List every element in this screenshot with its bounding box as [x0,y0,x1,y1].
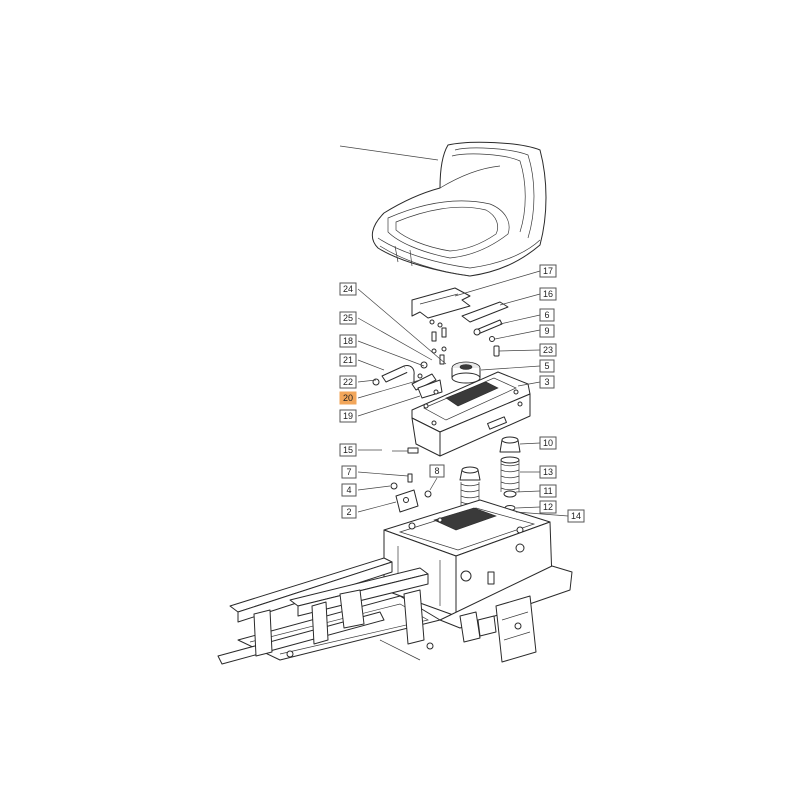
svg-text:14: 14 [571,511,581,521]
svg-text:21: 21 [343,355,353,365]
callout-23: 23 [539,343,557,357]
nut-4 [390,482,398,490]
bolt-6 [473,319,503,336]
bumper-10 [499,436,521,453]
hardware-fasteners [429,319,447,365]
callout-22: 22 [339,375,357,389]
nut-11 [503,490,517,498]
bracket-plate-17 [411,287,471,319]
callout-20-highlighted: 20 [339,391,357,405]
callout-11: 11 [539,484,557,498]
callout-25: 25 [339,311,357,325]
screw-7 [407,473,413,483]
callout-21: 21 [339,353,357,367]
svg-text:15: 15 [343,445,353,455]
callout-4: 4 [341,483,357,497]
svg-text:5: 5 [544,361,549,371]
svg-text:23: 23 [543,345,553,355]
svg-text:17: 17 [543,266,553,276]
callout-15: 15 [339,443,357,457]
svg-text:22: 22 [343,377,353,387]
adjuster-knob-5 [451,361,481,384]
callout-18: 18 [339,334,357,348]
nut-8 [424,490,432,498]
rod-15 [392,447,419,454]
callout-7: 7 [341,465,357,479]
svg-text:16: 16 [543,289,553,299]
callout-17: 17 [539,264,557,278]
callout-14: 14 [567,509,585,523]
callout-3: 3 [539,375,555,389]
chassis-frame-14 [217,499,573,665]
svg-text:8: 8 [434,466,439,476]
svg-text:24: 24 [343,284,353,294]
callout-12: 12 [539,500,557,514]
seat-pan-3 [411,371,531,457]
pin-23 [493,345,500,357]
callout-16: 16 [539,287,557,301]
svg-text:7: 7 [346,467,351,477]
svg-text:20: 20 [343,393,353,403]
svg-text:9: 9 [544,326,549,336]
bracket-plate-16 [461,301,509,323]
svg-text:12: 12 [543,502,553,512]
svg-text:11: 11 [543,486,552,496]
callout-5: 5 [539,359,555,373]
svg-text:13: 13 [543,467,553,477]
svg-text:10: 10 [543,438,553,448]
callout-9: 9 [539,324,555,338]
bracket-2 [395,489,419,513]
svg-text:4: 4 [346,485,351,495]
svg-text:19: 19 [343,411,353,421]
callout-24: 24 [339,282,357,296]
spring-left [459,466,481,506]
spring-13 [500,456,520,492]
callout-10: 10 [539,436,557,450]
callout-13: 13 [539,465,557,479]
seat-part [371,141,547,277]
svg-text:6: 6 [544,310,549,320]
svg-text:18: 18 [343,336,353,346]
svg-text:25: 25 [343,313,353,323]
callout-8: 8 [429,464,445,478]
callout-19: 19 [339,409,357,423]
callout-2: 2 [341,505,357,519]
callout-6: 6 [539,308,555,322]
adjust-lever-assembly [372,361,443,399]
svg-text:2: 2 [346,507,351,517]
washer-9 [489,336,495,342]
svg-text:3: 3 [544,377,549,387]
